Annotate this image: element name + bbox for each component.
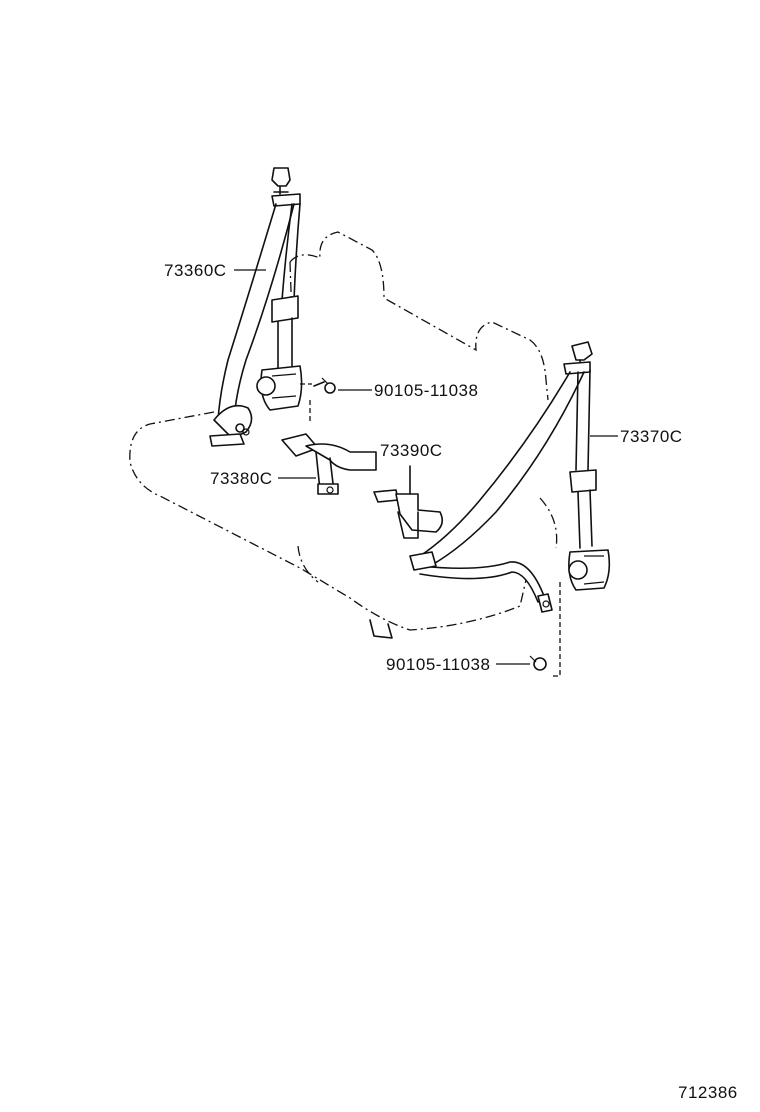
center-buckle-assembly — [373, 465, 444, 539]
label-bolt-upper: 90105-11038 — [374, 381, 479, 400]
left-seat-belt-assembly — [209, 167, 303, 447]
right-seat-belt-assembly — [409, 341, 611, 613]
lower-bolt — [529, 582, 561, 677]
label-buckle-center: 73390C — [380, 441, 443, 460]
figure-number: 712386 — [678, 1083, 738, 1102]
label-buckle-left: 73380C — [210, 469, 273, 488]
upper-bolt — [300, 377, 336, 424]
label-seatbelt-right: 73370C — [620, 427, 683, 446]
leader-lines — [234, 269, 618, 665]
label-seatbelt-left: 73360C — [164, 261, 227, 280]
label-bolt-lower: 90105-11038 — [386, 655, 491, 674]
left-buckle-assembly — [281, 433, 377, 495]
